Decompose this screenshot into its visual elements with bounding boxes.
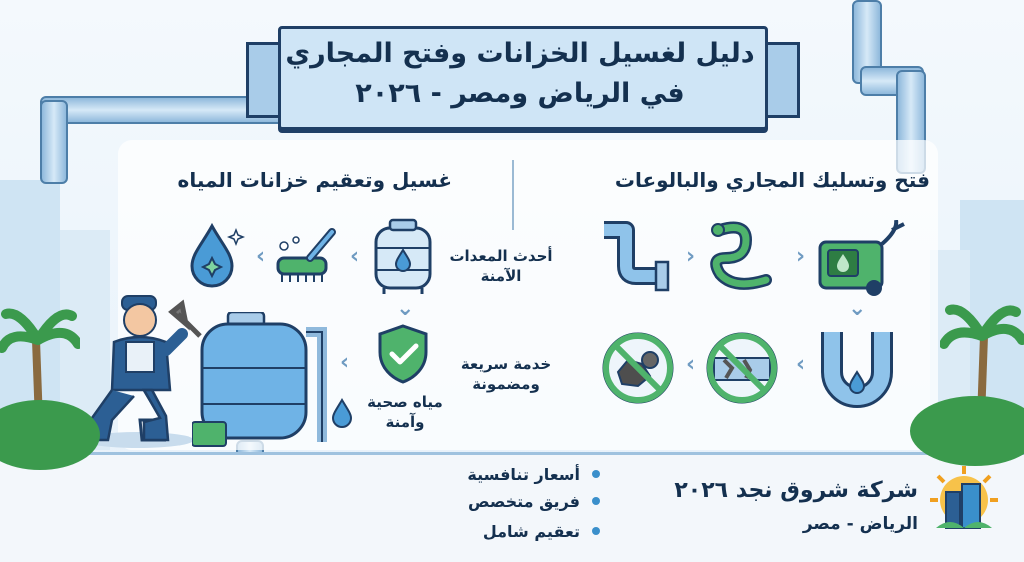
- no-debris-icon: [600, 330, 676, 410]
- pipe-elbow-icon: [596, 220, 676, 302]
- worker-illustration: [78, 290, 208, 456]
- list-item: فريق متخصص: [430, 486, 600, 516]
- chevron-left-icon: ‹: [350, 244, 360, 269]
- large-water-tank-illustration: [191, 310, 338, 456]
- chevron-right-icon: ›: [796, 244, 806, 269]
- footer-area: [0, 452, 1024, 562]
- bullet-text: فريق متخصص: [468, 491, 580, 511]
- chevron-down-icon: ⌄: [396, 296, 415, 321]
- feature-label-fast-service: خدمة سريعة ومضمونة: [460, 355, 552, 393]
- list-item: تعقيم شامل: [430, 516, 600, 546]
- page-title-line2: في الرياض ومصر - ٢٠٢٦: [355, 78, 685, 109]
- chevron-left-icon: ‹: [340, 350, 350, 375]
- u-trap-pipe-icon: [814, 328, 900, 418]
- water-drop-icon: [330, 398, 354, 432]
- no-clogged-pipe-icon: [704, 330, 780, 410]
- feature-label-equipment: أحدث المعدات الآمنة: [449, 247, 553, 285]
- company-location: الرياض - مصر: [802, 514, 918, 534]
- chevron-left-icon: ‹: [256, 244, 266, 269]
- company-logo-icon: [926, 462, 1002, 538]
- right-section-title: فتح وتسليك المجاري والبالوعات: [614, 168, 930, 192]
- feature-label-healthy-water: مياه صحية وآمنة: [367, 393, 443, 431]
- section-divider: [512, 160, 514, 230]
- list-item: أسعار تنافسية: [430, 462, 600, 486]
- bullet-dot: [592, 527, 600, 535]
- chevron-left-icon: ‹: [796, 352, 806, 377]
- footer-bullets: أسعار تنافسية فريق متخصص تعقيم شامل: [430, 462, 600, 546]
- shield-check-icon: [374, 322, 432, 388]
- pressure-washer-icon: [812, 219, 908, 304]
- title-banner: [278, 26, 768, 130]
- bullet-text: أسعار تنافسية: [467, 464, 580, 484]
- bullet-dot: [592, 497, 600, 505]
- bullet-text: تعقيم شامل: [482, 521, 580, 541]
- water-tank-icon: [370, 218, 436, 300]
- bullet-dot: [592, 470, 600, 478]
- scrub-brush-icon: [272, 222, 342, 292]
- bush-right: [910, 396, 1024, 466]
- water-drop-sparkle-icon: [184, 222, 250, 292]
- bush-left: [0, 400, 100, 470]
- chevron-left-icon: ‹: [686, 352, 696, 377]
- chevron-right-icon: ›: [686, 244, 696, 269]
- pipe-vertical-left: [40, 100, 68, 184]
- chevron-down-icon: ⌄: [848, 296, 867, 321]
- page-title-line1: دليل لغسيل الخزانات وفتح المجاري: [285, 38, 755, 69]
- plumbing-snake-icon: [706, 218, 784, 302]
- left-section-title: غسيل وتعقيم خزانات المياه: [177, 168, 452, 192]
- company-name: شركة شروق نجد ٢٠٢٦: [674, 478, 918, 503]
